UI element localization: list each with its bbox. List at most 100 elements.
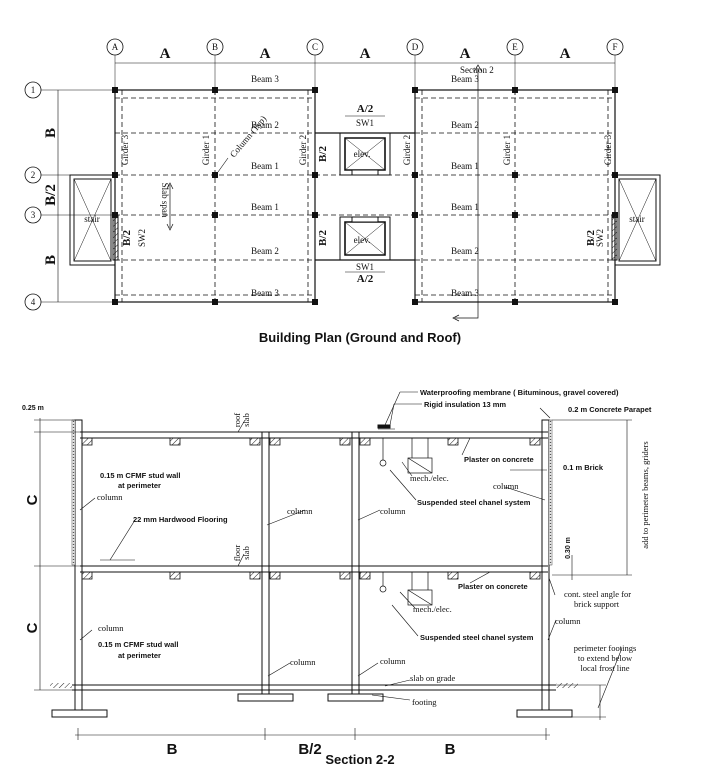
sw2-label: SW2 — [595, 229, 605, 247]
dim-030: 0.30 m — [565, 537, 572, 559]
beam-label: Beam 3 — [251, 74, 279, 84]
b-half-label: B/2 — [317, 146, 329, 162]
dim-c: C — [24, 622, 41, 633]
bay-label: A — [360, 46, 371, 62]
stair-label: stair — [84, 214, 100, 224]
perimeter-beams-note: add to perimeter beams, griders — [640, 441, 650, 548]
bay-label: A — [160, 46, 171, 62]
grid-letter: E — [512, 42, 518, 52]
dim-025: 0.25 m — [22, 405, 44, 412]
b-half-label: B/2 — [317, 230, 329, 246]
stud-wall-note: 0.15 m CFMF stud wall — [100, 471, 180, 480]
footings-note: to extend below — [578, 653, 633, 663]
floor-slab-label: slab — [241, 546, 251, 560]
bay-label: A — [460, 46, 471, 62]
grid-number: 2 — [31, 170, 36, 180]
column-label: column — [290, 657, 316, 667]
elev-label: elev. — [354, 235, 371, 245]
a-half-label: A/2 — [357, 103, 374, 115]
beam-label: Beam 1 — [251, 202, 279, 212]
beam-label: Beam 2 — [451, 120, 479, 130]
section-mark: Section 2 — [460, 65, 494, 75]
girder-label: Girder 3 — [120, 134, 130, 165]
suspended-note: Suspended steel chanel system — [417, 498, 531, 507]
footings-note: perimeter footings — [574, 643, 637, 653]
mech-label: mech./elec. — [410, 473, 449, 483]
dim-b: B — [445, 741, 456, 758]
hardwood-note: 22 mm Hardwood Flooring — [133, 515, 228, 524]
plaster-note: Plaster on concrete — [458, 582, 528, 591]
sw1-label: SW1 — [356, 118, 374, 128]
section-caption: Section 2-2 — [325, 752, 395, 767]
bay-label: A — [260, 46, 271, 62]
mech-label: mech./elec. — [413, 604, 452, 614]
grid-number: 3 — [31, 210, 36, 220]
sw1-label: SW1 — [356, 262, 374, 272]
b-half-label: B/2 — [121, 230, 133, 246]
dim-b-half: B/2 — [298, 741, 321, 758]
a-half-label: A/2 — [357, 273, 374, 285]
grid-bubbles — [24, 38, 624, 311]
elevator-top — [339, 132, 391, 176]
girder-label: Girder 3 — [603, 134, 613, 165]
stair-left — [69, 174, 119, 266]
waterproofing-note: Waterproofing membrane ( Bituminous, gra… — [420, 388, 619, 397]
girder-label: Girder 1 — [201, 135, 211, 165]
dim-b: B — [167, 741, 178, 758]
column-label: column — [493, 481, 519, 491]
footings-note: local frost line — [580, 663, 629, 673]
column-label: column — [380, 656, 406, 666]
grid-letter: B — [212, 42, 218, 52]
stud-wall-note: 0.15 m CFMF stud wall — [98, 640, 178, 649]
beam-label: Beam 1 — [451, 161, 479, 171]
footing-label: footing — [412, 697, 437, 707]
roof-slab-label: slab — [241, 413, 251, 427]
grid-number: 4 — [31, 297, 36, 307]
beam-label: Beam 1 — [251, 161, 279, 171]
beam-label: Beam 3 — [251, 288, 279, 298]
row-label: B — [43, 255, 59, 265]
building-plan — [40, 55, 661, 322]
girder-label: Girder 2 — [298, 135, 308, 165]
parapet-note: 0.2 m Concrete Parapet — [568, 405, 652, 414]
roof-slab-label: roof — [232, 413, 242, 427]
slab-on-grade-label: slab on grade — [410, 673, 456, 683]
girder-label: Girder 1 — [502, 135, 512, 165]
steel-angle-note: cont. steel angle for — [564, 589, 631, 599]
slab-span-label: Slab span — [160, 183, 170, 218]
girder-label: Girder 2 — [402, 135, 412, 165]
plaster-note: Plaster on concrete — [464, 455, 534, 464]
beam-label: Beam 2 — [251, 246, 279, 256]
column-typ-note: Column (Typ) — [228, 114, 269, 160]
brick-note: 0.1 m Brick — [563, 463, 604, 472]
row-label: B/2 — [43, 184, 59, 206]
column-label: column — [555, 616, 581, 626]
suspended-note: Suspended steel chanel system — [420, 633, 534, 642]
grid-letter: F — [612, 42, 617, 52]
stud-wall-note: at perimeter — [118, 481, 161, 490]
elev-label: elev. — [354, 149, 371, 159]
grid-letter: C — [312, 42, 318, 52]
beam-label: Beam 3 — [451, 288, 479, 298]
steel-angle-note: brick support — [574, 599, 620, 609]
beam-label: Beam 3 — [451, 74, 479, 84]
stud-wall-note: at perimeter — [118, 651, 161, 660]
row-label: B — [43, 128, 59, 138]
section-drawing — [34, 391, 632, 740]
elevator-bottom — [339, 216, 391, 261]
sw2-label: SW2 — [137, 229, 147, 247]
column-label: column — [98, 623, 124, 633]
beam-label: Beam 1 — [451, 202, 479, 212]
floor-slab-label: floor — [232, 545, 242, 562]
stair-right — [611, 174, 661, 266]
grid-number: 1 — [31, 85, 36, 95]
column-label: column — [287, 506, 313, 516]
beam-label: Beam 2 — [251, 120, 279, 130]
column-label: column — [380, 506, 406, 516]
b-half-label: B/2 — [585, 230, 597, 246]
plan-caption: Building Plan (Ground and Roof) — [258, 330, 462, 345]
grid-letter: D — [412, 42, 419, 52]
rigid-insulation-note: Rigid insulation 13 mm — [424, 400, 506, 409]
column-label: column — [97, 492, 123, 502]
